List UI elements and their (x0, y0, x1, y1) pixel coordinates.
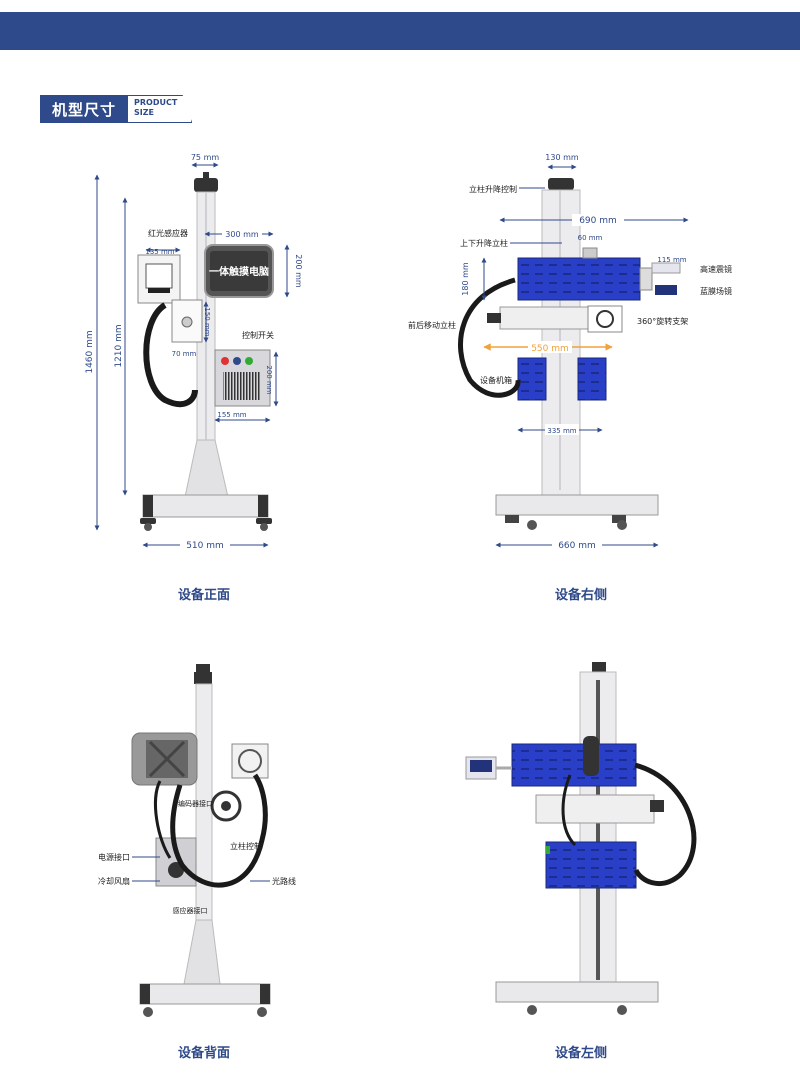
front-view: 一体触摸电脑 75 mm 300 mm 200 mm 135 mm 红光感应器 … (85, 153, 303, 551)
caption-front: 设备正面 (178, 588, 231, 603)
front-dim-sensor: 135 mm (145, 248, 174, 256)
label-fan: 冷却风扇 (98, 876, 130, 886)
label-field-lens: 蓝膜场镜 (700, 286, 732, 296)
front-dim-total-height: 1460 mm (85, 330, 95, 373)
front-dim-box-width: 155 mm (217, 411, 246, 419)
front-dim-mount-width: 70 mm (172, 350, 197, 358)
front-dim-screen-height: 200 mm (294, 254, 303, 288)
front-base (142, 494, 269, 518)
cabinet-right (577, 357, 607, 401)
caption-back: 设备背面 (178, 1046, 231, 1061)
right-dim-mount: 60 mm (578, 234, 603, 242)
right-dim-galvo: 115 mm (657, 256, 686, 264)
caption-right: 设备右侧 (555, 588, 608, 603)
label-galvo: 高速震镜 (700, 264, 732, 274)
right-dim-top: 130 mm (545, 153, 579, 162)
label-red-sensor: 红光感应器 (148, 228, 188, 238)
section-title: 机型尺寸 PRODUCT SIZE (40, 95, 193, 123)
cabinet-left (517, 357, 547, 401)
left-view (465, 662, 697, 1015)
label-encoder: 编码器接口 (178, 799, 213, 808)
label-rotate: 360°旋转支架 (637, 316, 688, 326)
section-title-zh: 机型尺寸 (40, 95, 129, 123)
label-slide-column: 前后移动立柱 (408, 320, 456, 330)
label-control-switch: 控制开关 (242, 330, 274, 340)
label-optical: 光路线 (272, 876, 296, 886)
right-dim-laser-height: 180 mm (461, 262, 470, 296)
right-base (495, 494, 659, 516)
label-column-control: 立柱升降控制 (469, 184, 517, 194)
front-dim-mount-height: 150 mm (203, 307, 211, 336)
right-dim-arm: 550 mm (531, 344, 569, 354)
label-sensor-port: 感应器接口 (173, 906, 208, 915)
section-title-en-line2: SIZE (134, 108, 155, 117)
section-title-en-line1: PRODUCT (134, 98, 178, 107)
left-laser-head (511, 743, 637, 787)
front-dim-screen-width: 300 mm (225, 230, 259, 239)
front-dim-top: 75 mm (191, 153, 220, 162)
label-cabinet: 设备机箱 (480, 375, 512, 385)
right-dim-base: 660 mm (558, 541, 596, 551)
top-banner (0, 12, 800, 50)
right-dim-cabinet: 335 mm (547, 427, 576, 435)
front-dim-box-height: 200 mm (265, 365, 273, 394)
touch-screen-label: 一体触摸电脑 (209, 265, 269, 278)
galvo (651, 262, 681, 274)
back-view: 编码器接口 立柱控制 电源接口 冷却风扇 光路线 感应器接口 (98, 664, 296, 1017)
right-view: 130 mm 立柱升降控制 690 mm 上下升降立柱 60 mm 115 mm… (408, 153, 732, 551)
top-knob (194, 178, 218, 192)
front-dim-column-height: 1210 mm (114, 324, 124, 367)
caption-left: 设备左侧 (555, 1046, 608, 1061)
label-lift-column: 上下升降立柱 (460, 238, 508, 248)
laser-head (517, 257, 641, 301)
front-dim-base-width: 510 mm (186, 541, 224, 551)
field-lens (655, 285, 677, 295)
label-back-column-control: 立柱控制 (230, 841, 262, 851)
label-power: 电源接口 (98, 852, 130, 862)
right-dim-laser-length: 690 mm (579, 216, 617, 226)
